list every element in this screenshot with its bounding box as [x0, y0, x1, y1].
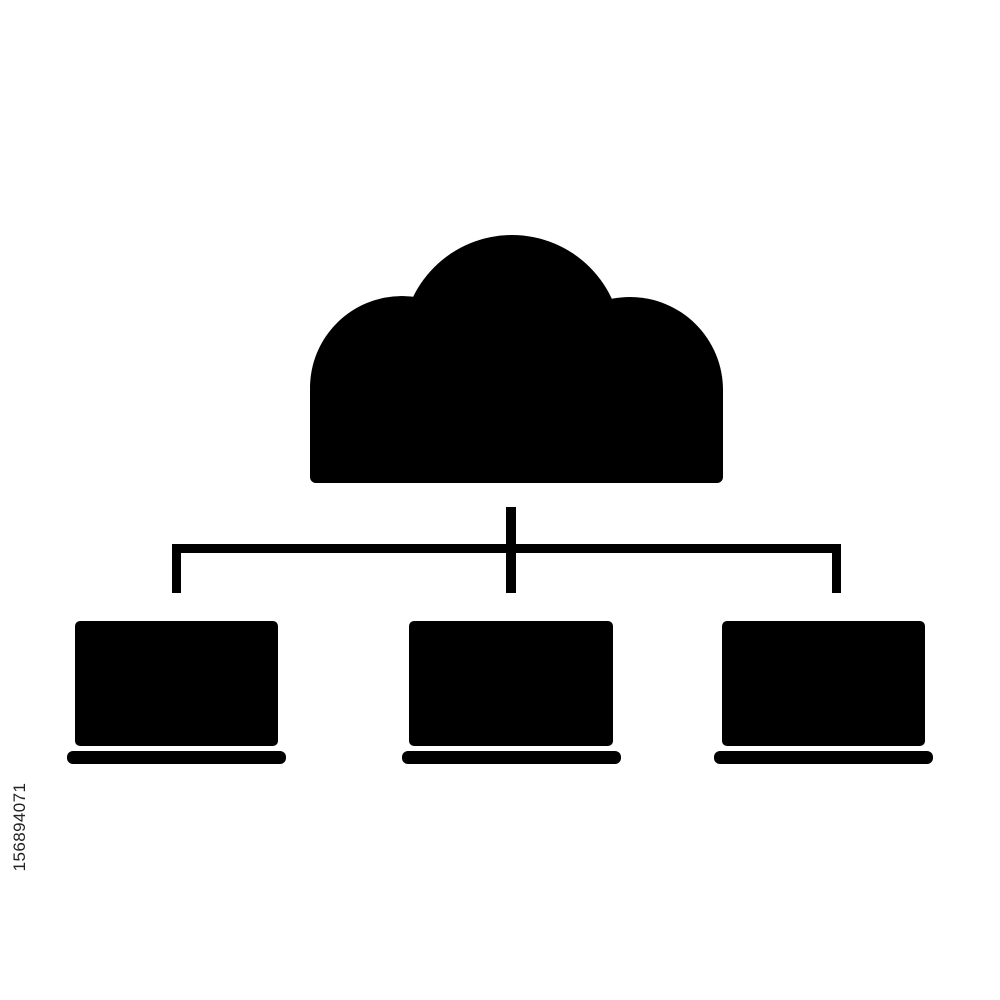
stock-id-label: 156894071 — [8, 752, 32, 902]
network-connector — [172, 507, 841, 593]
laptop-icon — [714, 621, 933, 764]
laptop-icon — [67, 621, 286, 764]
cloud-icon — [310, 235, 723, 483]
stock-id-text: 156894071 — [10, 782, 29, 872]
laptop-icon — [402, 621, 621, 764]
